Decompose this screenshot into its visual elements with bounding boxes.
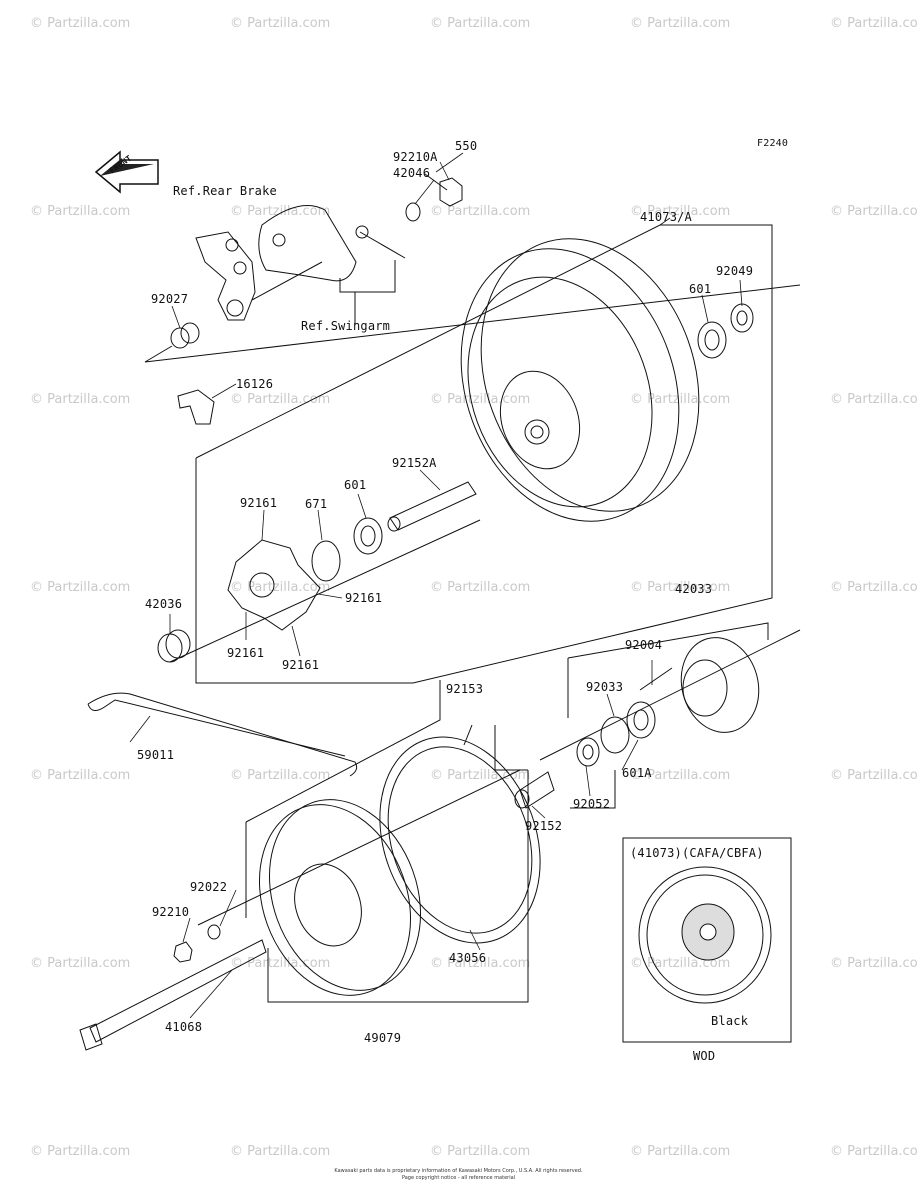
- figure-code: F2240: [757, 138, 789, 149]
- part-601A-label: 601A: [622, 766, 652, 780]
- part-601-mid-label: 601: [344, 478, 367, 492]
- watermark-text: © Partzilla.com: [30, 204, 131, 219]
- part-41073A-label: 41073/A: [640, 210, 692, 224]
- watermark-text: © Partzilla.com: [230, 580, 331, 595]
- part-92033-label: 92033: [586, 680, 624, 694]
- part-16126-label: 16126: [236, 377, 274, 391]
- watermark-text: © Partzilla.com: [430, 580, 531, 595]
- part-42036-label: 42036: [145, 597, 183, 611]
- part-92210A-label: 92210A: [393, 150, 438, 164]
- part-92049-label: 92049: [716, 264, 754, 278]
- watermark-text: © Partzilla.com: [630, 204, 731, 219]
- watermark-text: © Partzilla.com: [430, 204, 531, 219]
- part-49079-label: 49079: [364, 1031, 402, 1045]
- watermark-text: © Partzilla.com: [30, 16, 131, 31]
- watermark-text: © Partzilla.com: [630, 16, 731, 31]
- watermark-text: © Partzilla.com: [630, 392, 731, 407]
- part-92153-label: 92153: [446, 682, 484, 696]
- inset-note: Black: [711, 1014, 749, 1028]
- watermark-text: © Partzilla.com: [830, 16, 917, 31]
- watermark-text: © Partzilla.com: [230, 956, 331, 971]
- inset-title: (41073)(CAFA/CBFA): [630, 846, 764, 860]
- part-92161-right-label: 92161: [345, 591, 383, 605]
- part-92210-label: 92210: [152, 905, 190, 919]
- part-92161-left-label: 92161: [227, 646, 265, 660]
- watermark-text: © Partzilla.com: [630, 1144, 731, 1159]
- watermark-text: © Partzilla.com: [830, 1144, 917, 1159]
- part-92161-top-label: 92161: [240, 496, 278, 510]
- part-92152A-label: 92152A: [392, 456, 437, 470]
- part-92027-label: 92027: [151, 292, 189, 306]
- part-601-top-label: 601: [689, 282, 712, 296]
- watermark-text: © Partzilla.com: [230, 16, 331, 31]
- watermark-text: © Partzilla.com: [30, 580, 131, 595]
- part-59011-label: 59011: [137, 748, 175, 762]
- watermark-text: © Partzilla.com: [30, 768, 131, 783]
- watermark-text: © Partzilla.com: [430, 768, 531, 783]
- part-92022-label: 92022: [190, 880, 228, 894]
- ref-swingarm-label: Ref.Swingarm: [301, 319, 391, 333]
- copyright-line-2: Page copyright notice - all reference ma…: [401, 1175, 516, 1181]
- front-arrow-icon: [94, 150, 159, 194]
- black-wheel-variant: [638, 866, 772, 1004]
- watermark-text: © Partzilla.com: [830, 204, 917, 219]
- variant-inset-box: [622, 837, 792, 1043]
- inset-caption: WOD: [693, 1049, 716, 1063]
- watermark-text: © Partzilla.com: [230, 1144, 331, 1159]
- part-42046-label: 42046: [393, 166, 431, 180]
- watermark-text: © Partzilla.com: [630, 580, 731, 595]
- part-42033-label: 42033: [675, 582, 713, 596]
- watermark-text: © Partzilla.com: [30, 956, 131, 971]
- part-92152-label: 92152: [525, 819, 563, 833]
- ref-rear-brake-label: Ref.Rear Brake: [173, 184, 277, 198]
- part-92052-label: 92052: [573, 797, 611, 811]
- part-671-label: 671: [305, 497, 328, 511]
- watermark-text: © Partzilla.com: [830, 768, 917, 783]
- watermark-text: © Partzilla.com: [430, 1144, 531, 1159]
- watermark-text: © Partzilla.com: [430, 956, 531, 971]
- watermark-text: © Partzilla.com: [830, 580, 917, 595]
- watermark-text: © Partzilla.com: [30, 392, 131, 407]
- watermark-text: © Partzilla.com: [430, 16, 531, 31]
- watermark-text: © Partzilla.com: [430, 392, 531, 407]
- watermark-text: © Partzilla.com: [230, 204, 331, 219]
- part-43056-label: 43056: [449, 951, 487, 965]
- part-92004-label: 92004: [625, 638, 663, 652]
- watermark-text: © Partzilla.com: [30, 1144, 131, 1159]
- part-92161-bottom-label: 92161: [282, 658, 320, 672]
- watermark-text: © Partzilla.com: [230, 768, 331, 783]
- part-41068-label: 41068: [165, 1020, 203, 1034]
- watermark-text: © Partzilla.com: [830, 956, 917, 971]
- part-550-label: 550: [455, 139, 478, 153]
- watermark-text: © Partzilla.com: [630, 768, 731, 783]
- watermark-text: © Partzilla.com: [830, 392, 917, 407]
- copyright-line-1: Kawasaki parts data is proprietary infor…: [334, 1168, 583, 1174]
